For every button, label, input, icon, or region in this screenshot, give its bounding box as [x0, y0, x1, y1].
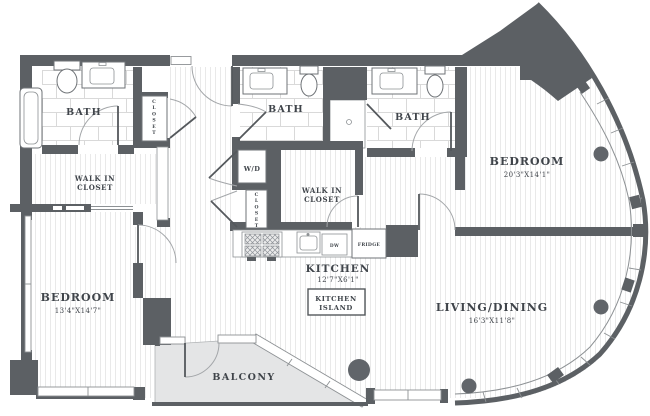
wall-bottom-left-block [10, 360, 38, 395]
washer-dryer-label: W/D [243, 165, 261, 173]
wall-top-left [20, 55, 170, 66]
bath3-label: BATH [395, 112, 431, 123]
wic1-label-line1: WALK IN [74, 174, 115, 183]
balcony-window-right [217, 334, 257, 344]
labels: BATH BATH BATH WALK IN CLOSET WALK IN CL… [41, 99, 565, 383]
kitchen-island-label-line2: ISLAND [319, 304, 353, 312]
bedroom2-door [418, 193, 456, 231]
wic2-label-line1: WALK IN [301, 186, 342, 195]
balcony-label: BALCONY [212, 372, 275, 383]
curve-wall-piers [547, 78, 642, 384]
balcony-area [154, 333, 369, 408]
curved-window-wall [454, 2, 649, 406]
wall-bath2-bottom [232, 141, 363, 150]
bedroom2-label: BEDROOM [490, 155, 565, 168]
exterior-mask [455, 0, 650, 416]
wall-wic1-bottom [10, 204, 90, 212]
structural-column [593, 146, 609, 162]
entry-sidelite-window [170, 56, 192, 65]
wall-wic2-left [272, 150, 281, 222]
wall-bath1-bottom-r [118, 145, 134, 154]
kitchen-sink-icon [296, 231, 321, 254]
shower-door [366, 103, 392, 130]
closet1-box [141, 95, 168, 142]
wic2-label-line2: CLOSET [304, 195, 340, 204]
living-dining-dims: 16'3"X11'8" [469, 317, 515, 325]
wall-top-right-mass [462, 4, 592, 101]
vanity3-icon [371, 67, 418, 95]
wic1-slider-panel [156, 146, 169, 221]
wall-bedroom2-living-divider [455, 227, 637, 236]
walk-in-closet1-floor [32, 154, 158, 204]
bath1-door [78, 105, 119, 146]
walk-in-closet2-floor [281, 150, 355, 222]
wic1-label-line2: CLOSET [77, 183, 113, 192]
bedroom1-label: BEDROOM [41, 291, 116, 304]
bedroom1-dims: 13'4"X14'7" [55, 307, 101, 315]
bedroom1-floor [30, 212, 133, 390]
toilet1-icon [53, 60, 81, 94]
shower-drain-icon [346, 119, 352, 125]
bedroom2-dims: 20'3"X14'1" [504, 171, 550, 179]
wall-left-lower [21, 212, 25, 358]
wall-bath1-bottom-l [42, 145, 78, 154]
wall-bath1-right [133, 67, 142, 147]
structural-columns [348, 146, 609, 394]
dishwasher-box [321, 233, 348, 256]
fridge-label: FRIDGE [358, 242, 381, 248]
toilet2-icon [299, 65, 319, 97]
fixtures [19, 60, 446, 316]
windows [24, 56, 442, 401]
structural-column [348, 359, 370, 381]
wall-top-mid [232, 55, 464, 66]
wall-bath2-shower-divider [323, 100, 330, 148]
wall-balcony-bottom-edge [152, 402, 368, 406]
fridge-box [351, 228, 387, 259]
wic2-door [326, 195, 359, 228]
wall-bath3-bottom [367, 148, 415, 157]
bedroom1-door [137, 224, 177, 264]
wall-kitchen-back [230, 222, 352, 231]
balcony-window-left [159, 336, 186, 345]
wall-bath3-right [455, 67, 467, 152]
structural-column [593, 299, 609, 315]
balcony-door [184, 342, 220, 378]
kitchen-dims: 12'7"X6'1" [317, 276, 359, 284]
bath2-door [237, 103, 267, 141]
structural-column [461, 378, 477, 394]
closet2-door [210, 190, 238, 228]
washer-dryer-door [208, 150, 238, 187]
wall-bath2-left-u [232, 67, 240, 104]
hallway-floor [168, 67, 232, 227]
entry-door [191, 65, 233, 107]
closet1-door [169, 98, 197, 139]
passage-floor [363, 157, 455, 227]
dishwasher-label: DW [330, 244, 339, 249]
bath1-label: BATH [66, 107, 102, 118]
vanity2-icon [242, 67, 288, 95]
living-bottom-window [373, 389, 442, 401]
washer-dryer-box [237, 149, 267, 184]
curve-outer-wall [454, 2, 649, 406]
wall-wic2-right [355, 150, 363, 195]
living-dining-label: LIVING/DINING [436, 301, 548, 314]
vanity1-icon [81, 61, 126, 89]
bedroom1-bottom-window [37, 386, 135, 397]
closet2-box [245, 189, 268, 229]
wall-fridge-right-block [386, 225, 418, 257]
kitchen-island-box [307, 288, 366, 316]
toilet3-icon [424, 65, 446, 98]
bath2-label: BATH [268, 104, 304, 115]
bath3-door [411, 111, 452, 152]
stove-icon [241, 231, 283, 261]
kitchen-island-label-line1: KITCHEN [315, 295, 357, 303]
doors [78, 65, 456, 378]
kitchen-label: KITCHEN [306, 263, 371, 275]
wall-over-shower [323, 67, 367, 100]
